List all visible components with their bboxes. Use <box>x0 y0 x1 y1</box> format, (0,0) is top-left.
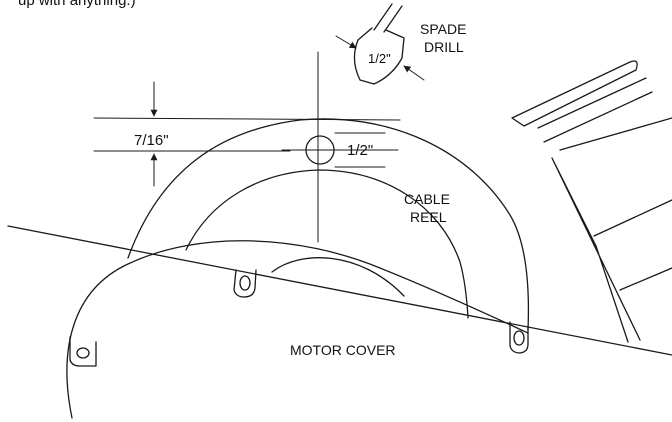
lug-right <box>509 321 529 354</box>
drill-size-label: 1/2" <box>368 51 391 66</box>
lug-upper-hole-icon <box>239 275 251 291</box>
hole-dimension-label: 1/2" <box>347 142 373 159</box>
lug-left <box>69 336 97 367</box>
drill-size-arrow-left <box>335 35 357 49</box>
handle-tube <box>511 60 672 343</box>
spade-drill-shank <box>373 3 403 33</box>
offset-dimension-label: 7/16" <box>134 132 169 149</box>
caption-text: up with anything.) <box>18 0 136 9</box>
motor-cover-label: MOTOR COVER <box>290 342 396 358</box>
lug-right-hole-icon <box>513 330 525 346</box>
base-plane-line <box>7 225 672 356</box>
spade-drill-blade <box>353 27 405 85</box>
cable-reel-label-line2: REEL <box>410 209 447 225</box>
cable-reel-inner-arc <box>185 169 469 319</box>
spade-drill-label: SPADE <box>420 21 466 37</box>
lug-left-hole-icon <box>76 347 90 359</box>
cable-reel-label: CABLE <box>404 191 450 207</box>
drill-hole-icon <box>305 135 335 165</box>
lug-upper <box>233 269 257 298</box>
drill-size-arrow-right <box>403 65 425 81</box>
motor-cover-outline <box>66 240 529 419</box>
motor-cover-outer-arc <box>127 118 530 331</box>
spade-drill-label-line2: DRILL <box>424 39 464 55</box>
hub-arc <box>271 257 405 297</box>
dim-extension-top <box>93 117 401 121</box>
